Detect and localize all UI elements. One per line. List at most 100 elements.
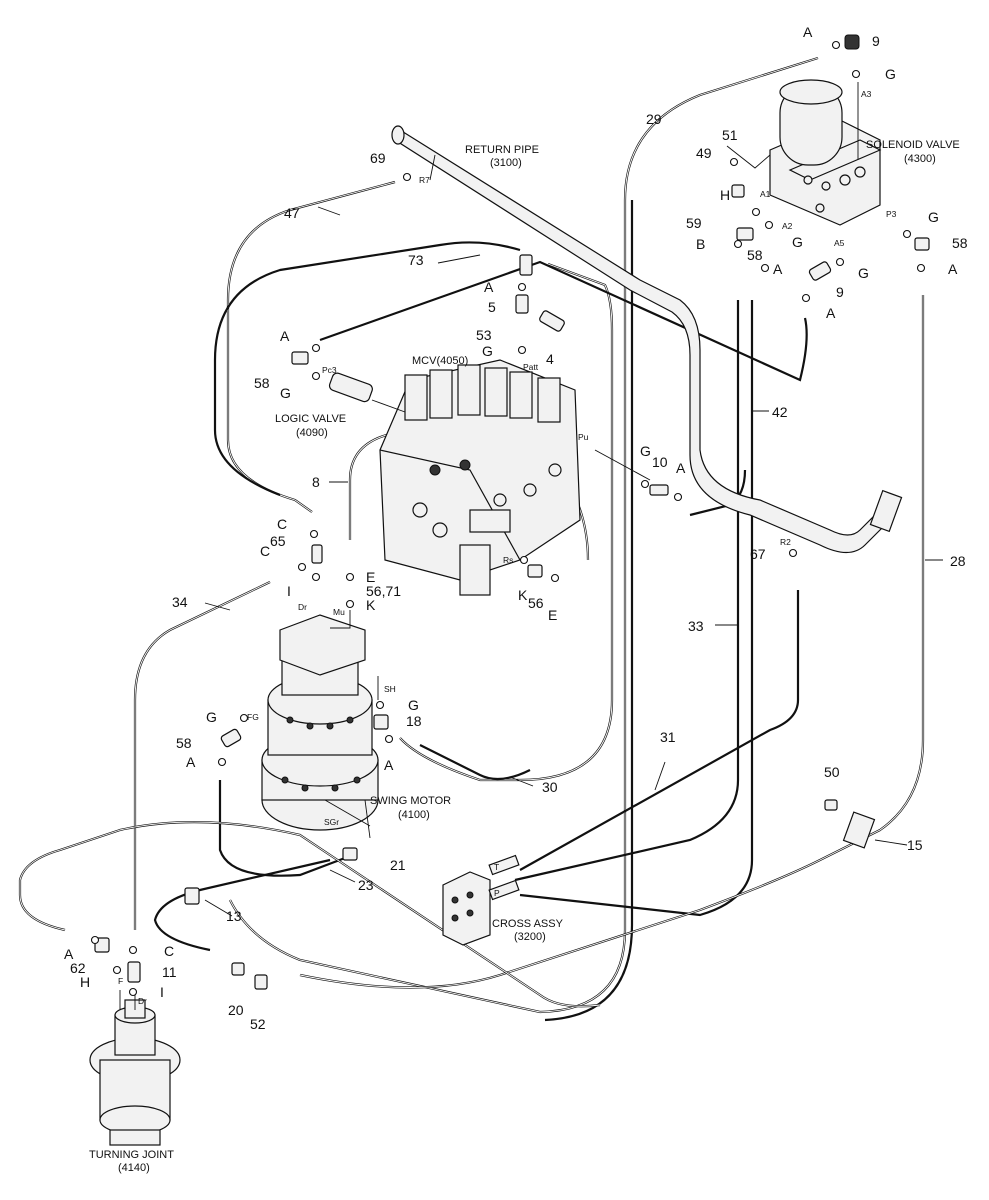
port-a2: A2 bbox=[782, 221, 793, 231]
callout-47: 47 bbox=[284, 205, 300, 221]
seal-g: G bbox=[885, 66, 896, 82]
port-f: F bbox=[118, 976, 123, 986]
turning-joint bbox=[89, 999, 181, 1146]
port-a5: A5 bbox=[834, 238, 845, 248]
seal-g: G bbox=[280, 385, 291, 401]
cross-assy-name: CROSS ASSY bbox=[492, 918, 564, 930]
seal-c: C bbox=[164, 943, 174, 959]
callout-21: 21 bbox=[390, 857, 406, 873]
hose-31 bbox=[519, 590, 800, 871]
return-pipe-name: RETURN PIPE bbox=[465, 144, 539, 156]
callout-53: 53 bbox=[476, 327, 492, 343]
o-rings bbox=[90, 40, 926, 997]
mcv-name: MCV(4050) bbox=[412, 355, 468, 367]
hose-73 bbox=[213, 241, 521, 497]
callout-5: 5 bbox=[488, 299, 496, 315]
seal-a: A bbox=[773, 261, 783, 277]
solenoid-valve-code: (4300) bbox=[904, 153, 936, 165]
seal-a: A bbox=[384, 757, 394, 773]
seal-g: G bbox=[928, 209, 939, 225]
seal-a: A bbox=[948, 261, 958, 277]
turning-joint-code: (4140) bbox=[118, 1162, 150, 1174]
callout-8: 8 bbox=[312, 474, 320, 490]
cross-assy-code: (3200) bbox=[514, 931, 546, 943]
callout-31: 31 bbox=[660, 729, 676, 745]
callout-49: 49 bbox=[696, 145, 712, 161]
port-dr: Dr bbox=[298, 602, 307, 612]
component-names: RETURN PIPE (3100) SOLENOID VALVE (4300)… bbox=[89, 139, 960, 1174]
seal-i: I bbox=[287, 583, 291, 599]
seal-e: E bbox=[366, 569, 375, 585]
port-r2: R2 bbox=[780, 537, 791, 547]
seal-letters: A G G H B G A G A A A G A G A G C C I E … bbox=[64, 24, 958, 1000]
seal-a: A bbox=[280, 328, 290, 344]
callout-4: 4 bbox=[546, 351, 554, 367]
fittings bbox=[94, 34, 930, 990]
seal-a: A bbox=[803, 24, 813, 40]
callouts: 9 29 51 49 59 58 58 9 69 47 73 5 53 4 58… bbox=[70, 33, 968, 1032]
port-a3: A3 bbox=[861, 89, 872, 99]
seal-g: G bbox=[640, 443, 651, 459]
hose-23 bbox=[218, 780, 346, 877]
port-a1: A1 bbox=[760, 189, 771, 199]
callout-28: 28 bbox=[950, 553, 966, 569]
leader-lines bbox=[119, 82, 943, 1010]
callout-58: 58 bbox=[952, 235, 968, 251]
callout-67: 67 bbox=[750, 546, 766, 562]
solenoid-valve bbox=[769, 79, 882, 226]
port-sgr: SGr bbox=[324, 817, 339, 827]
seal-b: B bbox=[696, 236, 705, 252]
return-pipe-flange bbox=[869, 489, 903, 533]
turning-joint-name: TURNING JOINT bbox=[89, 1149, 174, 1161]
callout-9: 9 bbox=[836, 284, 844, 300]
logic-valve-code: (4090) bbox=[296, 427, 328, 439]
port-mu: Mu bbox=[333, 607, 345, 617]
callout-33: 33 bbox=[688, 618, 704, 634]
callout-69: 69 bbox=[370, 150, 386, 166]
port-sh: SH bbox=[384, 684, 396, 694]
callout-34: 34 bbox=[172, 594, 188, 610]
seal-k: K bbox=[518, 587, 528, 603]
seal-h: H bbox=[80, 974, 90, 990]
callout-18: 18 bbox=[406, 713, 422, 729]
callout-65: 65 bbox=[270, 533, 286, 549]
port-t: T bbox=[494, 862, 499, 872]
logic-valve-name: LOGIC VALVE bbox=[275, 413, 346, 425]
callout-52: 52 bbox=[250, 1016, 266, 1032]
seal-g: G bbox=[482, 343, 493, 359]
seal-a: A bbox=[64, 946, 74, 962]
port-r7: R7 bbox=[419, 175, 430, 185]
callout-56: 56 bbox=[528, 595, 544, 611]
callout-11: 11 bbox=[162, 964, 177, 980]
callout-59: 59 bbox=[686, 215, 702, 231]
return-pipe bbox=[391, 125, 903, 554]
seal-e: E bbox=[548, 607, 557, 623]
callout-58: 58 bbox=[176, 735, 192, 751]
hose-73-lower bbox=[319, 260, 808, 382]
mcv-port-block bbox=[469, 509, 511, 533]
seal-g: G bbox=[206, 709, 217, 725]
port-labels: A3 A1 A2 P3 A5 R7 Pc3 Patt Pu Rs R2 Dr M… bbox=[118, 89, 897, 1006]
callout-58: 58 bbox=[747, 247, 763, 263]
port-patt: Patt bbox=[523, 362, 539, 372]
callout-20: 20 bbox=[228, 1002, 244, 1018]
hose-33 bbox=[514, 300, 740, 882]
return-pipe-code: (3100) bbox=[490, 157, 522, 169]
port-pc3: Pc3 bbox=[322, 365, 337, 375]
callout-42: 42 bbox=[772, 404, 788, 420]
seal-a: A bbox=[186, 754, 196, 770]
callout-62: 62 bbox=[70, 960, 86, 976]
seal-a: A bbox=[826, 305, 836, 321]
seal-k: K bbox=[366, 597, 376, 613]
hose-lower-left bbox=[18, 821, 601, 1008]
callout-29: 29 bbox=[646, 111, 662, 127]
callout-56-71: 56,71 bbox=[366, 583, 401, 599]
seal-g: G bbox=[858, 265, 869, 281]
hose-42 bbox=[519, 300, 754, 917]
port-p3: P3 bbox=[886, 209, 897, 219]
callout-23: 23 bbox=[358, 877, 374, 893]
callout-58: 58 bbox=[254, 375, 270, 391]
callout-13: 13 bbox=[226, 908, 242, 924]
solenoid-valve-name: SOLENOID VALVE bbox=[866, 139, 960, 151]
